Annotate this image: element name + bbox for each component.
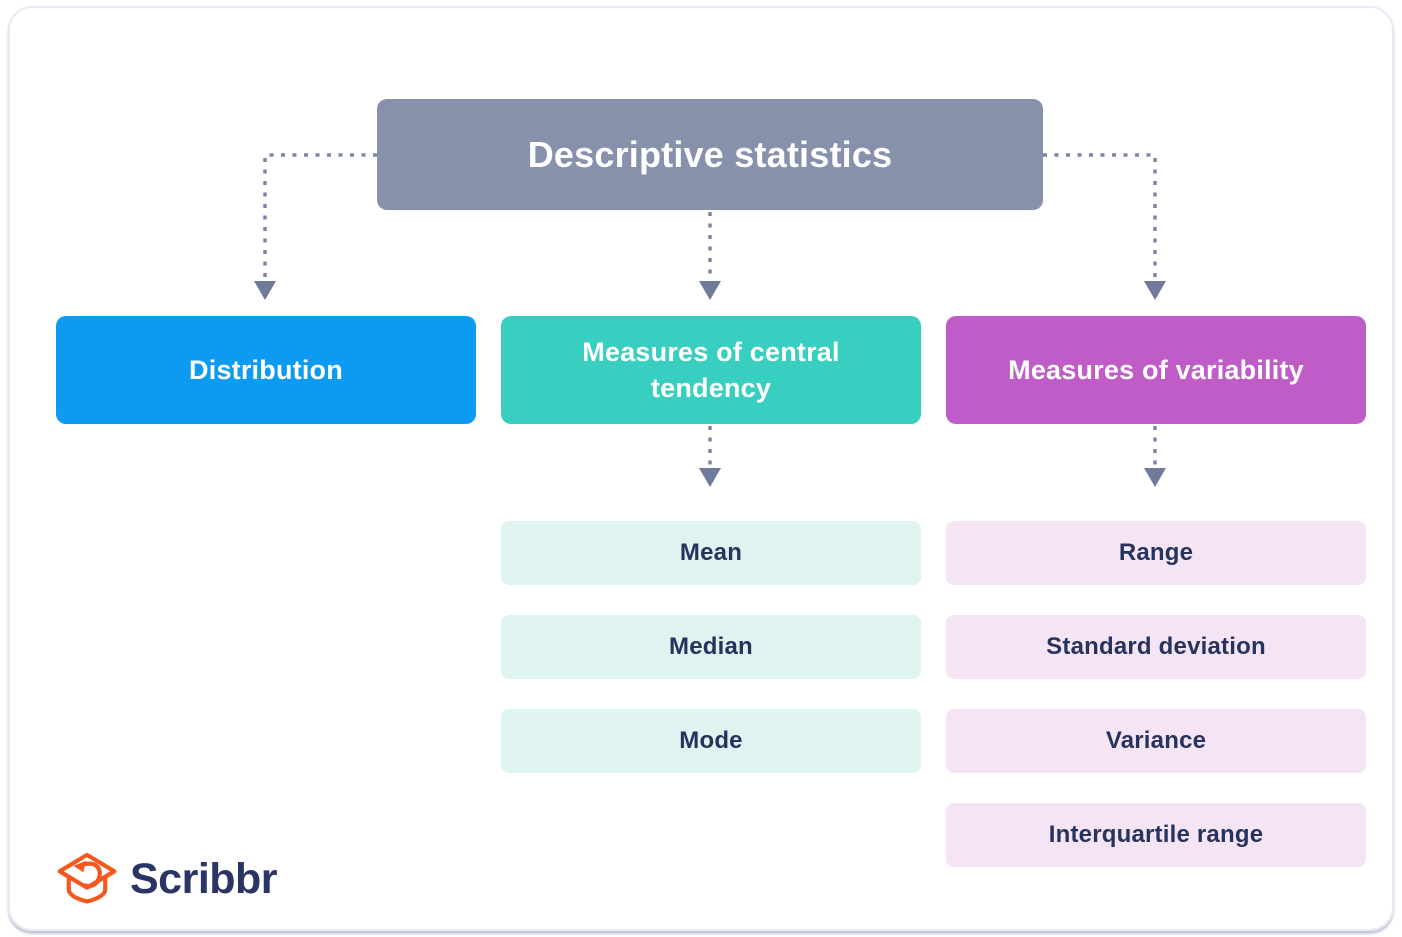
node-standard-deviation-label: Standard deviation — [1046, 633, 1266, 660]
node-median-label: Median — [669, 633, 753, 660]
node-standard-deviation: Standard deviation — [946, 615, 1366, 679]
node-mode: Mode — [501, 709, 921, 773]
node-measures-of-variability: Measures of variability — [946, 316, 1366, 424]
connector-root-to-distribution — [263, 153, 377, 279]
arrowhead-variability-items — [1144, 468, 1166, 487]
scribbr-logo-text: Scribbr — [130, 855, 278, 903]
node-distribution: Distribution — [56, 316, 476, 424]
node-mode-label: Mode — [679, 727, 743, 754]
arrowhead-central — [699, 281, 721, 300]
node-interquartile-range-label: Interquartile range — [1048, 821, 1264, 848]
arrowhead-central-items — [699, 468, 721, 487]
node-range: Range — [946, 521, 1366, 585]
node-variance: Variance — [946, 709, 1366, 773]
diagram-canvas: Descriptive statistics Distribution Meas… — [8, 6, 1394, 931]
arrow-tip — [73, 860, 87, 873]
scribbr-logo: Scribbr — [56, 851, 278, 908]
node-median: Median — [501, 615, 921, 679]
arrowhead-distribution — [254, 281, 276, 300]
node-central-tendency-label: Measures of central tendency — [582, 336, 840, 403]
node-measures-of-central-tendency: Measures of central tendency — [501, 316, 921, 424]
arrowhead-variability — [1144, 281, 1166, 300]
node-interquartile-range: Interquartile range — [946, 803, 1366, 867]
node-variance-label: Variance — [1105, 727, 1207, 754]
node-mean: Mean — [501, 521, 921, 585]
node-distribution-label: Distribution — [189, 354, 343, 385]
graduation-cap-icon — [57, 852, 117, 904]
node-descriptive-statistics: Descriptive statistics — [377, 99, 1043, 210]
node-descriptive-statistics-label: Descriptive statistics — [527, 133, 893, 175]
connector-root-to-variability — [1043, 153, 1157, 279]
node-mean-label: Mean — [679, 539, 743, 566]
node-variability-label: Measures of variability — [1008, 354, 1304, 385]
node-range-label: Range — [1118, 539, 1194, 566]
